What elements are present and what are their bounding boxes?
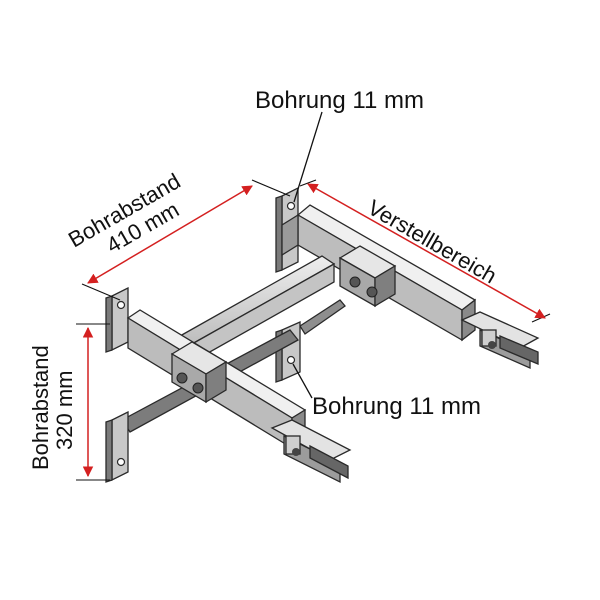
front-wall-plate: [105, 286, 129, 483]
label-hole-bottom: Bohrung 11 mm: [312, 393, 481, 420]
leader-hole-bottom: [292, 363, 313, 399]
bolt-back-2: [366, 286, 378, 298]
hole-front-bottom: [116, 457, 126, 467]
label-spacing-vertical-line2: 320 mm: [52, 371, 77, 450]
dimension-adjust-range: [299, 179, 551, 323]
label-hole-top: Bohrung 11 mm: [255, 87, 424, 114]
back-end-bracket: [460, 311, 540, 369]
hole-front-top: [116, 300, 126, 310]
bolt-front-2: [192, 382, 204, 394]
dimension-spacing-horizontal: [81, 179, 291, 301]
hole-back-top: [286, 201, 296, 211]
bolt-front-1: [176, 372, 188, 384]
label-spacing-vertical-line1: Bohrabstand: [28, 345, 53, 470]
leader-hole-top: [293, 111, 323, 203]
cross-tube: [178, 255, 336, 364]
bolt-back-end: [488, 341, 496, 349]
bolt-front-end: [292, 448, 300, 456]
hole-back-bottom: [286, 355, 296, 365]
front-end-bracket: [270, 419, 352, 484]
label-spacing-vertical: Bohrabstand 320 mm: [28, 345, 77, 470]
dimension-spacing-vertical: [76, 323, 110, 481]
bolt-back-1: [349, 276, 361, 288]
